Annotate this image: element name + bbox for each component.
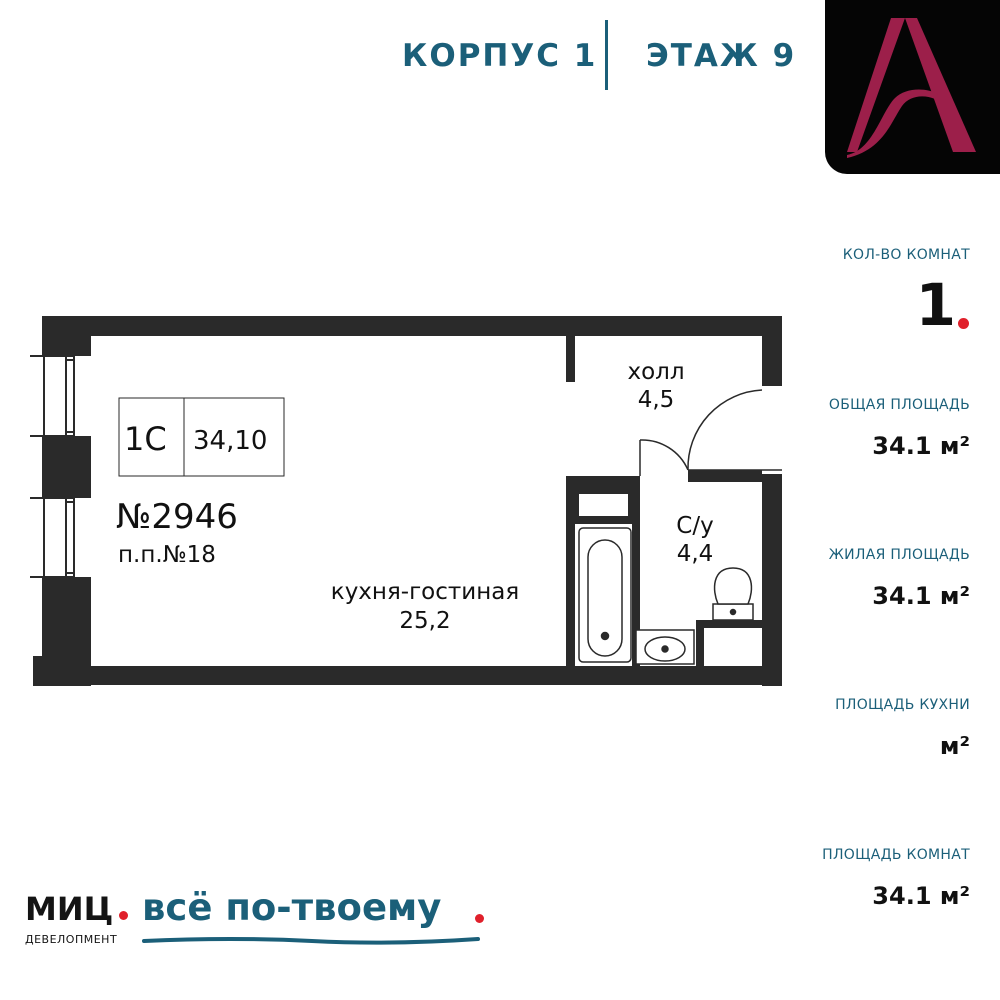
room-area: 4,4 <box>677 541 714 567</box>
building-label: КОРПУС 1 <box>402 38 598 74</box>
kitchen-area-label: ПЛОЩАДЬ КУХНИ <box>835 697 970 713</box>
room-area: 4,5 <box>638 387 675 413</box>
window <box>30 497 75 578</box>
brand-subtitle: ДЕВЕЛОПМЕНТ <box>25 933 118 946</box>
floor-label: ЭТАЖ 9 <box>646 38 797 74</box>
total-area-value: 34.1 м² <box>872 432 970 460</box>
room-name: кухня-гостиная <box>331 579 519 605</box>
living-area-value: 34.1 м² <box>872 582 970 610</box>
rooms-area-label: ПЛОЩАДЬ КОМНАТ <box>822 847 970 863</box>
window <box>30 355 75 437</box>
red-dot-icon <box>958 318 969 329</box>
pp-number: п.п.№18 <box>118 542 216 568</box>
apartment-type-box <box>118 397 285 477</box>
apartment-type-code: 1С <box>124 420 167 458</box>
rooms-count-label: КОЛ-ВО КОМНАТ <box>842 247 970 263</box>
room-area: 25,2 <box>399 608 450 634</box>
red-dot-icon <box>119 911 128 920</box>
header-divider <box>605 20 608 90</box>
slogan: всё по-твоему <box>142 886 442 929</box>
apartment-number: №2946 <box>116 497 238 537</box>
bathroom-door <box>639 439 689 476</box>
total-area-label: ОБЩАЯ ПЛОЩАДЬ <box>828 397 970 413</box>
apartment-type-area: 34,10 <box>193 426 267 456</box>
brand-name: МИЦ <box>25 890 114 928</box>
rooms-count-value: 1 <box>915 271 956 339</box>
interior-walls <box>566 336 762 666</box>
bathtub <box>578 527 632 663</box>
room-name: холл <box>627 359 684 385</box>
outer-walls <box>33 316 782 686</box>
slogan-underline-icon <box>142 937 480 945</box>
room-name: С/у <box>676 513 713 539</box>
sink <box>635 629 695 665</box>
red-dot-icon <box>475 914 484 923</box>
rooms-area-value: 34.1 м² <box>872 882 970 910</box>
kitchen-area-value: м² <box>939 732 970 760</box>
toilet <box>712 567 754 621</box>
entrance-door <box>687 389 782 471</box>
living-area-label: ЖИЛАЯ ПЛОЩАДЬ <box>828 547 970 563</box>
letter-a-logo-icon <box>825 0 1000 174</box>
